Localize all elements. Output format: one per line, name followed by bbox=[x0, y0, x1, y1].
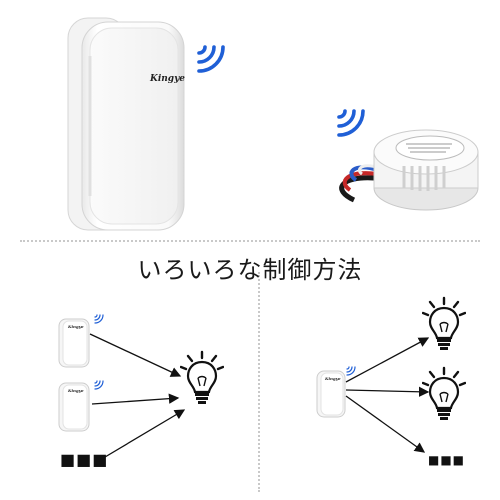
remote-switch: Kingye bbox=[58, 382, 90, 432]
light-bulb-icon bbox=[422, 366, 466, 422]
diagram-one-to-many bbox=[345, 337, 430, 453]
remote-switch: Kingye bbox=[58, 318, 90, 368]
column-divider bbox=[258, 272, 260, 492]
section-divider bbox=[20, 240, 480, 242]
device-brand-label: Kingye bbox=[150, 74, 186, 84]
diagram-many-to-one bbox=[89, 333, 186, 461]
more-devices-indicator: ■■■ bbox=[428, 453, 466, 467]
more-devices-indicator: ■■■ bbox=[60, 450, 109, 469]
wireless-signal-icon bbox=[346, 366, 356, 376]
wireless-signal-icon bbox=[337, 109, 365, 137]
wireless-signal-icon bbox=[197, 45, 225, 73]
device-brand-label: Kingye bbox=[68, 388, 84, 393]
wireless-signal-icon bbox=[94, 380, 104, 390]
wireless-switch-device: Kingye bbox=[64, 16, 194, 236]
device-brand-label: Kingye bbox=[68, 324, 84, 329]
light-bulb-icon bbox=[180, 350, 224, 406]
remote-switch: Kingye bbox=[316, 370, 346, 418]
receiver-module bbox=[330, 118, 480, 218]
wireless-signal-icon bbox=[94, 314, 104, 324]
device-brand-label: Kingye bbox=[325, 376, 341, 381]
light-bulb-icon bbox=[422, 296, 466, 352]
section-heading: いろいろな制御方法 bbox=[137, 256, 363, 284]
